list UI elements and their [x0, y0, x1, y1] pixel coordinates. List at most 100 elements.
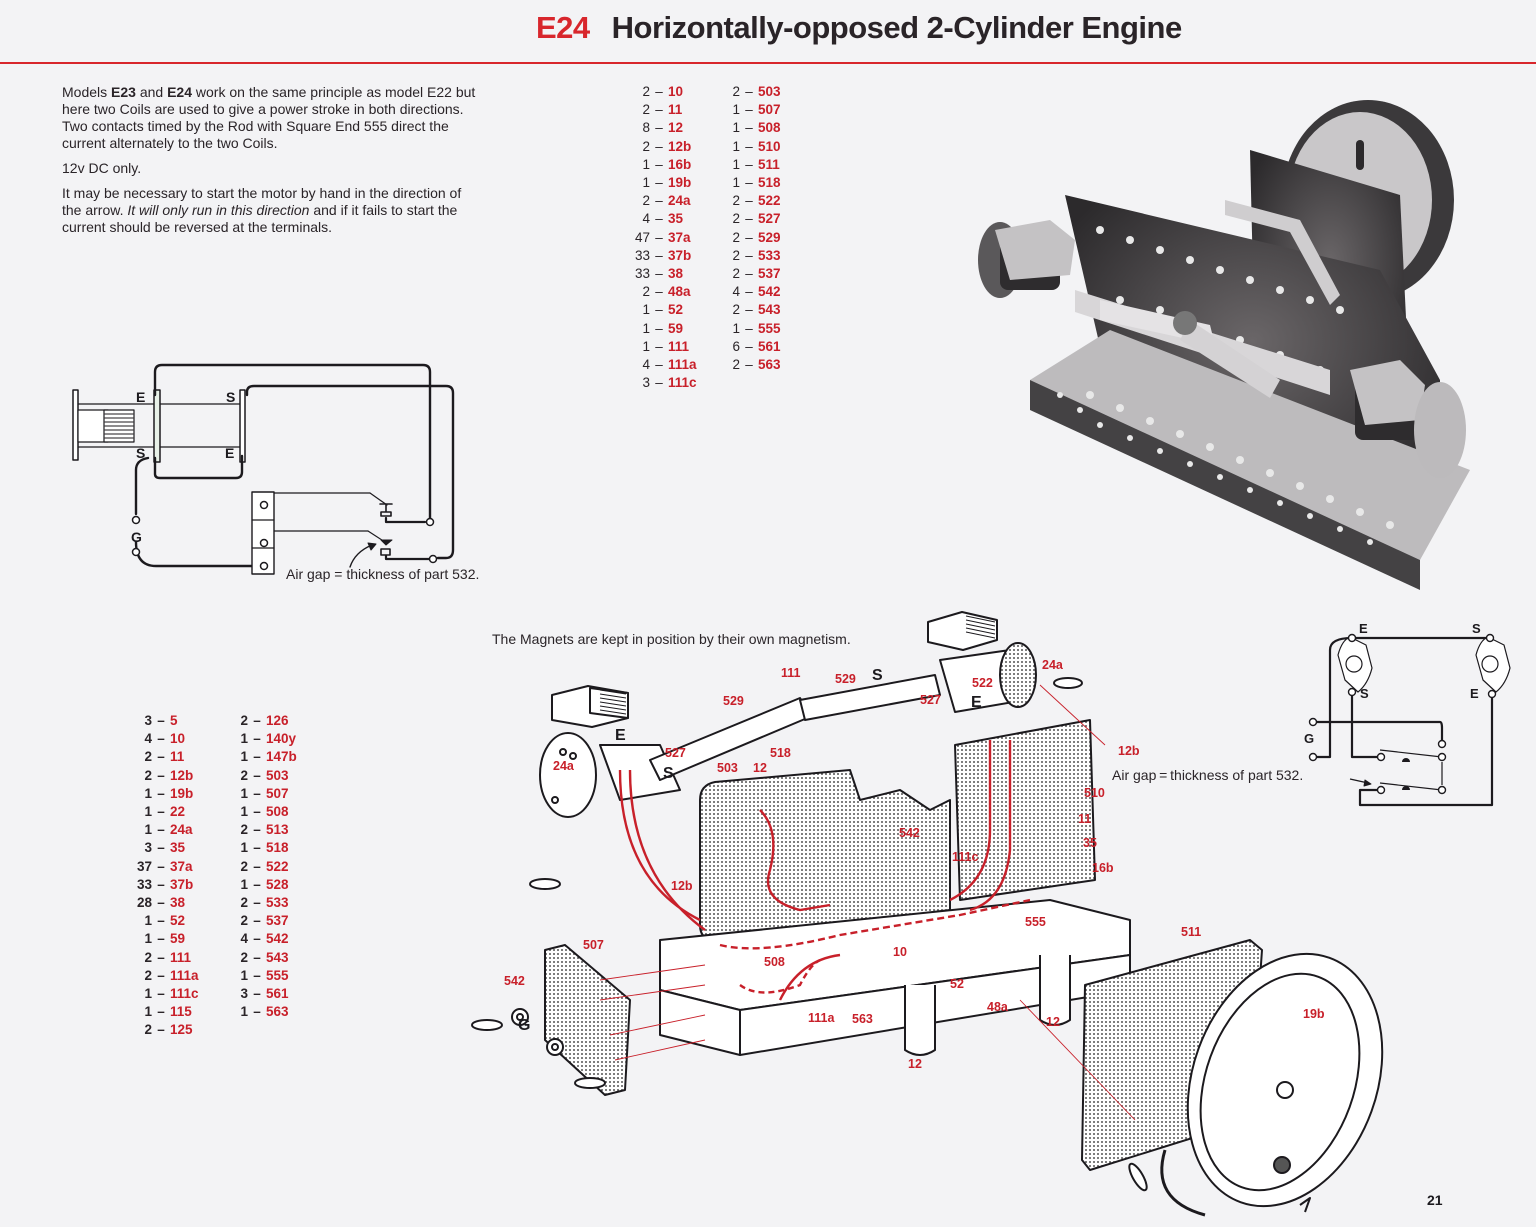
- parts-list-item: 1–563: [230, 1003, 297, 1021]
- dash-separator: –: [745, 229, 753, 245]
- dash-separator: –: [157, 931, 165, 947]
- rotation-arrow: [1160, 1149, 1206, 1217]
- parts-list-item: 1–511: [718, 156, 781, 174]
- parts-list-item: 2–48a: [628, 283, 697, 301]
- part-quantity: 33: [634, 266, 650, 282]
- part-number: 561: [758, 338, 781, 354]
- part-number: 11: [170, 749, 185, 765]
- callout-507: 507: [583, 938, 604, 952]
- part-number: 513: [266, 822, 289, 838]
- dash-separator: –: [745, 211, 753, 227]
- part-quantity: 2: [642, 102, 650, 118]
- model-code: E24: [536, 10, 590, 45]
- dash-separator: –: [253, 1004, 261, 1020]
- parts-list-item: 2–10: [628, 83, 697, 101]
- dash-separator: –: [745, 102, 753, 118]
- dash-separator: –: [745, 156, 753, 172]
- parts-list-item: 2–533: [718, 247, 781, 265]
- parts-list-item: 1–52: [628, 301, 697, 319]
- callout-35: 35: [1083, 836, 1097, 850]
- part-quantity: 1: [144, 822, 152, 838]
- part-number: 37a: [170, 858, 193, 874]
- part-number: 111a: [170, 967, 199, 983]
- part-quantity: 1: [240, 1004, 248, 1020]
- parts-list-item: 2–111: [132, 949, 199, 967]
- part-number: 126: [266, 713, 289, 728]
- callout-111c: 111c: [952, 850, 979, 864]
- parts-list-item: 1–24a: [132, 821, 199, 839]
- dash-separator: –: [745, 320, 753, 336]
- parts-list-item: 1–508: [718, 119, 781, 137]
- part-quantity: 1: [732, 175, 740, 191]
- dash-separator: –: [253, 913, 261, 929]
- callout-563: 563: [852, 1012, 873, 1026]
- dash-separator: –: [253, 731, 261, 747]
- parts-list-item: 2–503: [230, 767, 297, 785]
- dash-separator: –: [655, 175, 663, 191]
- parts-list-item: 1–507: [230, 785, 297, 803]
- parts-list-item: 1–518: [230, 839, 297, 857]
- dash-separator: –: [253, 767, 261, 783]
- parts-list-item: 1–518: [718, 174, 780, 192]
- parts-list-item: 4–542: [230, 930, 297, 948]
- dash-separator: –: [745, 357, 753, 373]
- parts-list-item: 1–555: [230, 967, 297, 985]
- dash-separator: –: [157, 967, 165, 983]
- part-quantity: 3: [642, 375, 650, 391]
- dash-separator: –: [745, 338, 753, 354]
- part-number: 48a: [668, 284, 691, 300]
- part-number: 533: [266, 895, 289, 911]
- part-number: 38: [668, 266, 684, 282]
- part-quantity: 2: [732, 193, 740, 209]
- part-number: 527: [758, 211, 781, 227]
- dash-separator: –: [253, 713, 261, 728]
- callout-10: 10: [893, 945, 907, 959]
- part-quantity: 2: [732, 302, 740, 318]
- parts-list-item: 3–111c: [628, 374, 696, 392]
- dash-separator: –: [157, 785, 165, 801]
- part-number: 111c: [170, 986, 199, 1002]
- part-quantity: 4: [642, 211, 650, 227]
- callout-542: 542: [504, 974, 525, 988]
- part-number: 508: [266, 804, 289, 820]
- dash-separator: –: [655, 138, 663, 154]
- parts-list-item: 3–561: [230, 985, 297, 1003]
- dash-separator: –: [253, 804, 261, 820]
- part-number: 12: [668, 120, 684, 136]
- parts-list-item: 1–111: [628, 338, 697, 356]
- dash-separator: –: [157, 749, 165, 765]
- part-quantity: 2: [732, 211, 740, 227]
- label-e-top: E: [136, 389, 146, 405]
- dash-separator: –: [157, 840, 165, 856]
- dash-separator: –: [655, 120, 663, 136]
- intro-paragraph-1: Models E23 and E24 work on the same prin…: [62, 84, 476, 151]
- part-number: 561: [266, 986, 289, 1002]
- part-quantity: 4: [732, 284, 740, 300]
- part-number: 11: [668, 102, 683, 118]
- callout-529: 529: [835, 672, 856, 686]
- part-quantity: 8: [642, 120, 650, 136]
- parts-list-item: 1–59: [628, 320, 697, 338]
- parts-list-item: 2–527: [718, 210, 781, 228]
- part-quantity: 1: [642, 156, 650, 172]
- dash-separator: –: [655, 357, 663, 373]
- parts-list-item: 2–543: [718, 301, 780, 319]
- parts-list-item: 1–59: [132, 930, 199, 948]
- part-quantity: 1: [144, 804, 152, 820]
- callout-e-left: E: [615, 727, 626, 744]
- part-number: 140y: [266, 731, 297, 747]
- magnet-top: [927, 611, 998, 651]
- part-quantity: 37: [136, 858, 152, 874]
- part-quantity: 1: [240, 840, 248, 856]
- parts-list-item: 2–563: [718, 356, 781, 374]
- part-number: 563: [758, 357, 781, 373]
- callout-518: 518: [770, 746, 791, 760]
- part-number: 533: [758, 247, 781, 263]
- part-quantity: 3: [144, 713, 152, 728]
- part-number: 508: [758, 120, 781, 136]
- part-number: 542: [758, 284, 781, 300]
- part-number: 125: [170, 1022, 193, 1038]
- part-number: 537: [758, 266, 781, 282]
- parts-list-item: 1–22: [132, 803, 199, 821]
